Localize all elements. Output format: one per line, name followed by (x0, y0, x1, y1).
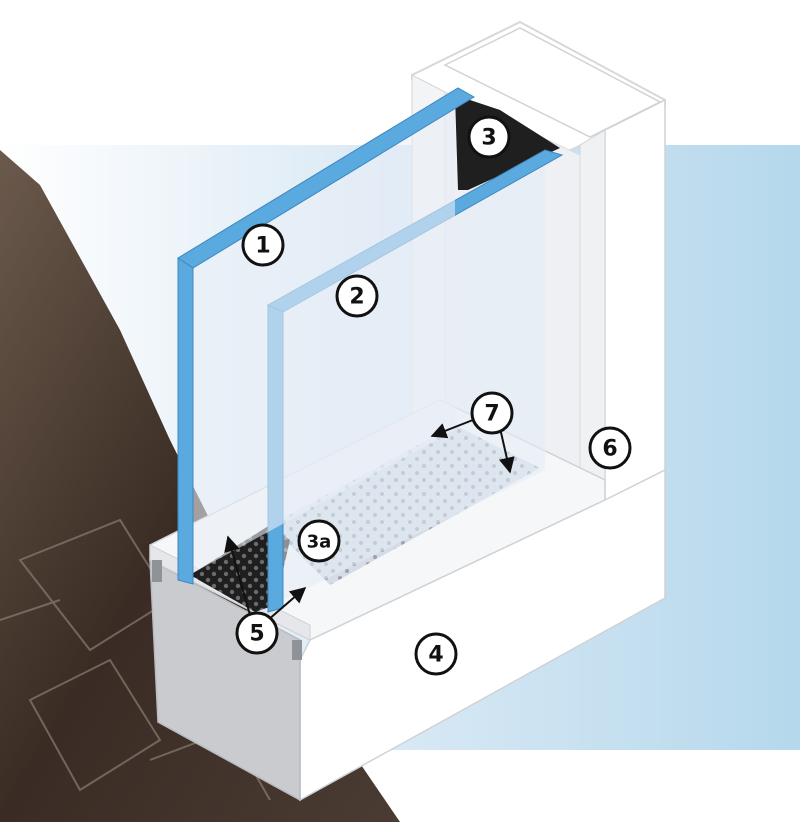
callout-2-label: 2 (349, 285, 364, 310)
callout-4: 4 (414, 632, 458, 676)
callout-5-label: 5 (249, 622, 264, 647)
callout-3-label: 3 (481, 126, 496, 151)
callout-4-label: 4 (428, 643, 443, 668)
pane-outer-glass (180, 95, 455, 580)
callout-6-label: 6 (602, 437, 617, 462)
callout-2: 2 (335, 274, 379, 318)
callout-3: 3 (467, 115, 511, 159)
arrow-5a (224, 535, 251, 616)
callout-3a: 3a (297, 519, 341, 563)
pane-outer-edge-side (177, 257, 194, 585)
arrow-7a (430, 417, 479, 439)
arrow-5b (267, 586, 307, 621)
callout-arrows (224, 417, 515, 621)
callout-1: 1 (241, 223, 285, 267)
callout-7-label: 7 (484, 402, 499, 427)
callout-6: 6 (588, 426, 632, 470)
arrow-7b (499, 427, 515, 474)
callout-3a-label: 3a (307, 532, 332, 553)
callout-1-label: 1 (255, 234, 270, 259)
callout-7: 7 (470, 391, 514, 435)
sill-groove (292, 640, 302, 660)
room-wall-photo (0, 150, 400, 822)
callout-5: 5 (235, 611, 279, 655)
sill-groove-left (152, 560, 162, 582)
bottom-spacer (190, 525, 290, 612)
